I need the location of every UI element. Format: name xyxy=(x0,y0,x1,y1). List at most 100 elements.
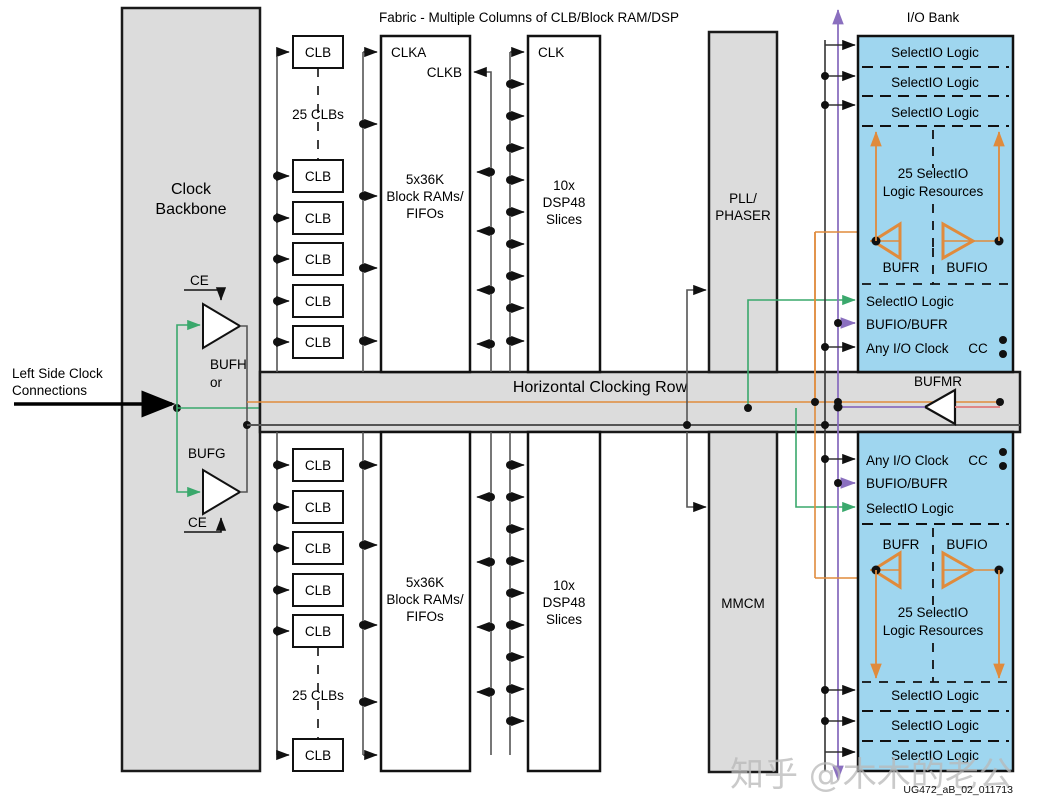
clb-block: CLB xyxy=(273,531,344,565)
dsp-top-l3: Slices xyxy=(546,212,582,227)
top-bank-resources-1: 25 SelectIO xyxy=(898,166,969,181)
top-bank-resources-2: Logic Resources xyxy=(883,184,984,199)
io-bank-top-block xyxy=(856,34,1015,374)
dsp-bot-l1: 10x xyxy=(553,578,575,593)
block-ram-column-top: CLKA CLKB 5x36K Block RAMs/ FIFOs xyxy=(359,34,495,374)
bottom-bank-row-4: SelectIO Logic xyxy=(891,688,979,703)
bufh-output-line xyxy=(240,325,248,425)
bufh-buffer-triangle xyxy=(202,302,242,350)
bottom-bank-resources-2: Logic Resources xyxy=(883,623,984,638)
clb-block: CLB xyxy=(276,738,344,772)
clk-label: CLK xyxy=(538,45,564,60)
svg-text:CLB: CLB xyxy=(305,624,331,639)
clb-block: CLB xyxy=(273,284,344,318)
svg-text:CLB: CLB xyxy=(305,458,331,473)
dsp-column-bottom: 10x DSP48 Slices xyxy=(506,430,602,773)
fabric-title: Fabric - Multiple Columns of CLB/Block R… xyxy=(379,10,679,25)
mmcm-block xyxy=(707,430,779,774)
io-bank-top: SelectIO Logic SelectIO Logic SelectIO L… xyxy=(856,34,1015,374)
bufio-bottom-label: BUFIO xyxy=(946,537,987,552)
clb-block: CLB xyxy=(273,573,344,607)
clb-column-bottom: CLB CLB CLB CLB CLB xyxy=(273,432,344,772)
bufg-output-line xyxy=(240,425,248,493)
bufio-top-label: BUFIO xyxy=(946,260,987,275)
io-bank-bottom: Any I/O Clock CC BUFIO/BUFR SelectIO Log… xyxy=(856,430,1015,773)
dsp-bot-l2: DSP48 xyxy=(543,595,586,610)
clb-block: CLB xyxy=(273,448,344,482)
clb-top-count: 25 CLBs xyxy=(292,107,344,122)
node-bufmr-in xyxy=(833,402,843,412)
svg-text:CLB: CLB xyxy=(305,541,331,556)
or-label: or xyxy=(210,375,223,390)
pll-label-1: PLL/ xyxy=(729,191,757,206)
bram-bot-l1: 5x36K xyxy=(406,575,444,590)
clb-bottom-count: 25 CLBs xyxy=(292,688,344,703)
top-bank-cc-label: CC xyxy=(968,341,988,356)
dsp-block-top xyxy=(526,34,602,374)
clb-column-top: CLB CLB CLB CLB CLB CL xyxy=(273,35,344,372)
green-feed-bufh xyxy=(176,319,201,408)
pll-label-2: PHASER xyxy=(715,208,771,223)
svg-text:CLB: CLB xyxy=(305,211,331,226)
bottom-bank-row-3: SelectIO Logic xyxy=(866,501,954,516)
clock-backbone-label-2: Backbone xyxy=(155,201,226,218)
block-ram-block-bottom xyxy=(379,430,472,773)
green-branch-bottom-selectio xyxy=(795,408,856,513)
cc-dot-top-1 xyxy=(999,336,1007,344)
left-side-clock-label-2: Connections xyxy=(12,383,87,398)
svg-text:CLB: CLB xyxy=(305,45,331,60)
clb-block: CLB xyxy=(273,201,344,235)
clb-block: CLB xyxy=(273,325,344,359)
watermark: 知乎 @木木的老公 xyxy=(730,755,1013,795)
green-feed-bufg xyxy=(176,408,201,498)
hcr-label: Horizontal Clocking Row xyxy=(513,379,688,396)
svg-text:CLB: CLB xyxy=(305,748,331,763)
node-gray-hcr-tap xyxy=(821,421,829,429)
figure-id: UG472_aB_02_011713 xyxy=(903,784,1013,796)
dsp-top-l2: DSP48 xyxy=(543,195,586,210)
dsp-column-top: CLK 10x DSP48 Slices xyxy=(506,34,602,374)
cc-dot-top-2 xyxy=(999,350,1007,358)
node-pll-tap xyxy=(683,421,691,429)
bufr-top-label: BUFR xyxy=(883,260,920,275)
svg-text:CLB: CLB xyxy=(305,500,331,515)
mmcm-feed-from-hcr xyxy=(686,432,707,513)
top-bank-row-5: BUFIO/BUFR xyxy=(866,317,948,332)
node-orange-right-end xyxy=(996,398,1004,406)
dsp-bot-l3: Slices xyxy=(546,612,582,627)
ce-bottom-label: CE xyxy=(188,515,207,530)
io-bank-bottom-block xyxy=(856,430,1015,773)
node-orange-hcr-tap xyxy=(811,398,819,406)
io-bank-title: I/O Bank xyxy=(907,10,960,25)
cc-dot-bottom-2 xyxy=(999,462,1007,470)
svg-text:CLB: CLB xyxy=(305,583,331,598)
bottom-bank-row-2: BUFIO/BUFR xyxy=(866,476,948,491)
clb-block: CLB xyxy=(273,242,344,276)
clb-block: CLB xyxy=(273,614,344,648)
dsp-block-bottom xyxy=(526,430,602,773)
bram-top-l2: Block RAMs/ xyxy=(386,189,464,204)
clb-block: CLB xyxy=(276,35,344,69)
top-bank-row-4: SelectIO Logic xyxy=(866,294,954,309)
bufg-buffer-triangle xyxy=(202,468,242,516)
pll-feed-from-hcr xyxy=(686,284,707,425)
top-bank-row-2: SelectIO Logic xyxy=(891,75,979,90)
cc-dot-bottom-1 xyxy=(999,448,1007,456)
ce-bottom-line xyxy=(184,517,227,533)
bottom-bank-row-1: Any I/O Clock xyxy=(866,453,949,468)
mmcm-label: MMCM xyxy=(721,596,765,611)
clock-backbone-label-1: Clock xyxy=(171,181,212,198)
bottom-bank-cc-label: CC xyxy=(968,453,988,468)
top-bank-row-6: Any I/O Clock xyxy=(866,341,949,356)
svg-text:CLB: CLB xyxy=(305,169,331,184)
top-bank-row-1: SelectIO Logic xyxy=(891,45,979,60)
green-branch-top-selectio xyxy=(747,294,856,408)
clock-backbone-block xyxy=(120,6,262,773)
ce-top-label: CE xyxy=(190,273,209,288)
dsp-top-l1: 10x xyxy=(553,178,575,193)
clka-label: CLKA xyxy=(391,45,426,60)
bufr-bottom-label: BUFR xyxy=(883,537,920,552)
svg-text:CLB: CLB xyxy=(305,335,331,350)
